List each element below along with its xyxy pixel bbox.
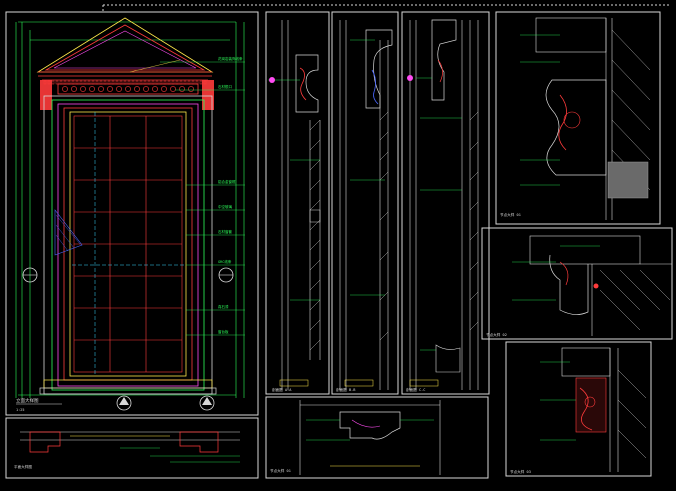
section-b-title: 剖面图 B-B <box>336 387 355 392</box>
elevation-marker-icon[interactable] <box>116 395 132 411</box>
main-elevation-scale: 1:25 <box>16 408 24 412</box>
detail-1-title: 节点大样 01 <box>500 212 521 217</box>
section-c-title: 剖面图 C-C <box>406 387 425 392</box>
bottom-section-title: 节点大样 01 <box>270 468 291 473</box>
svg-text:GRC线条: GRC线条 <box>218 259 232 264</box>
section-a-title: 剖面图 A-A <box>272 387 292 392</box>
svg-text:铝合金窗框: 铝合金窗框 <box>218 179 236 184</box>
detail-3: 节点大样 03 <box>510 347 647 474</box>
svg-text:真石漆: 真石漆 <box>218 304 229 309</box>
main-elevation: 花岗岩装饰线条 石材檐口 铝合金窗框 中空玻璃 石材窗套 GRC线条 真石漆 窗… <box>15 17 245 412</box>
plan-detail-title: 平面大样图 <box>14 464 32 469</box>
detail-3-title: 节点大样 03 <box>510 469 531 474</box>
plan-detail: 平面大样图 <box>14 431 240 469</box>
main-elevation-title: 立面大样图 <box>16 397 39 404</box>
section-b: 剖面图 B-B <box>336 20 393 392</box>
detail-1: 节点大样 01 <box>500 17 651 220</box>
section-a: 剖面图 A-A <box>268 20 321 392</box>
svg-text:窗台板: 窗台板 <box>218 329 229 334</box>
svg-text:花岗岩装饰线条: 花岗岩装饰线条 <box>218 56 243 61</box>
detail-2: 节点大样 02 <box>486 235 672 337</box>
panel-frames <box>5 4 673 479</box>
elevation-marker-icon[interactable] <box>199 395 215 411</box>
svg-text:中空玻璃: 中空玻璃 <box>218 204 232 209</box>
svg-text:石材檐口: 石材檐口 <box>218 84 232 89</box>
section-c: 剖面图 C-C <box>406 19 479 392</box>
bottom-section: 节点大样 01 <box>270 400 441 475</box>
detail-2-title: 节点大样 02 <box>486 332 507 337</box>
svg-text:石材窗套: 石材窗套 <box>218 229 232 234</box>
